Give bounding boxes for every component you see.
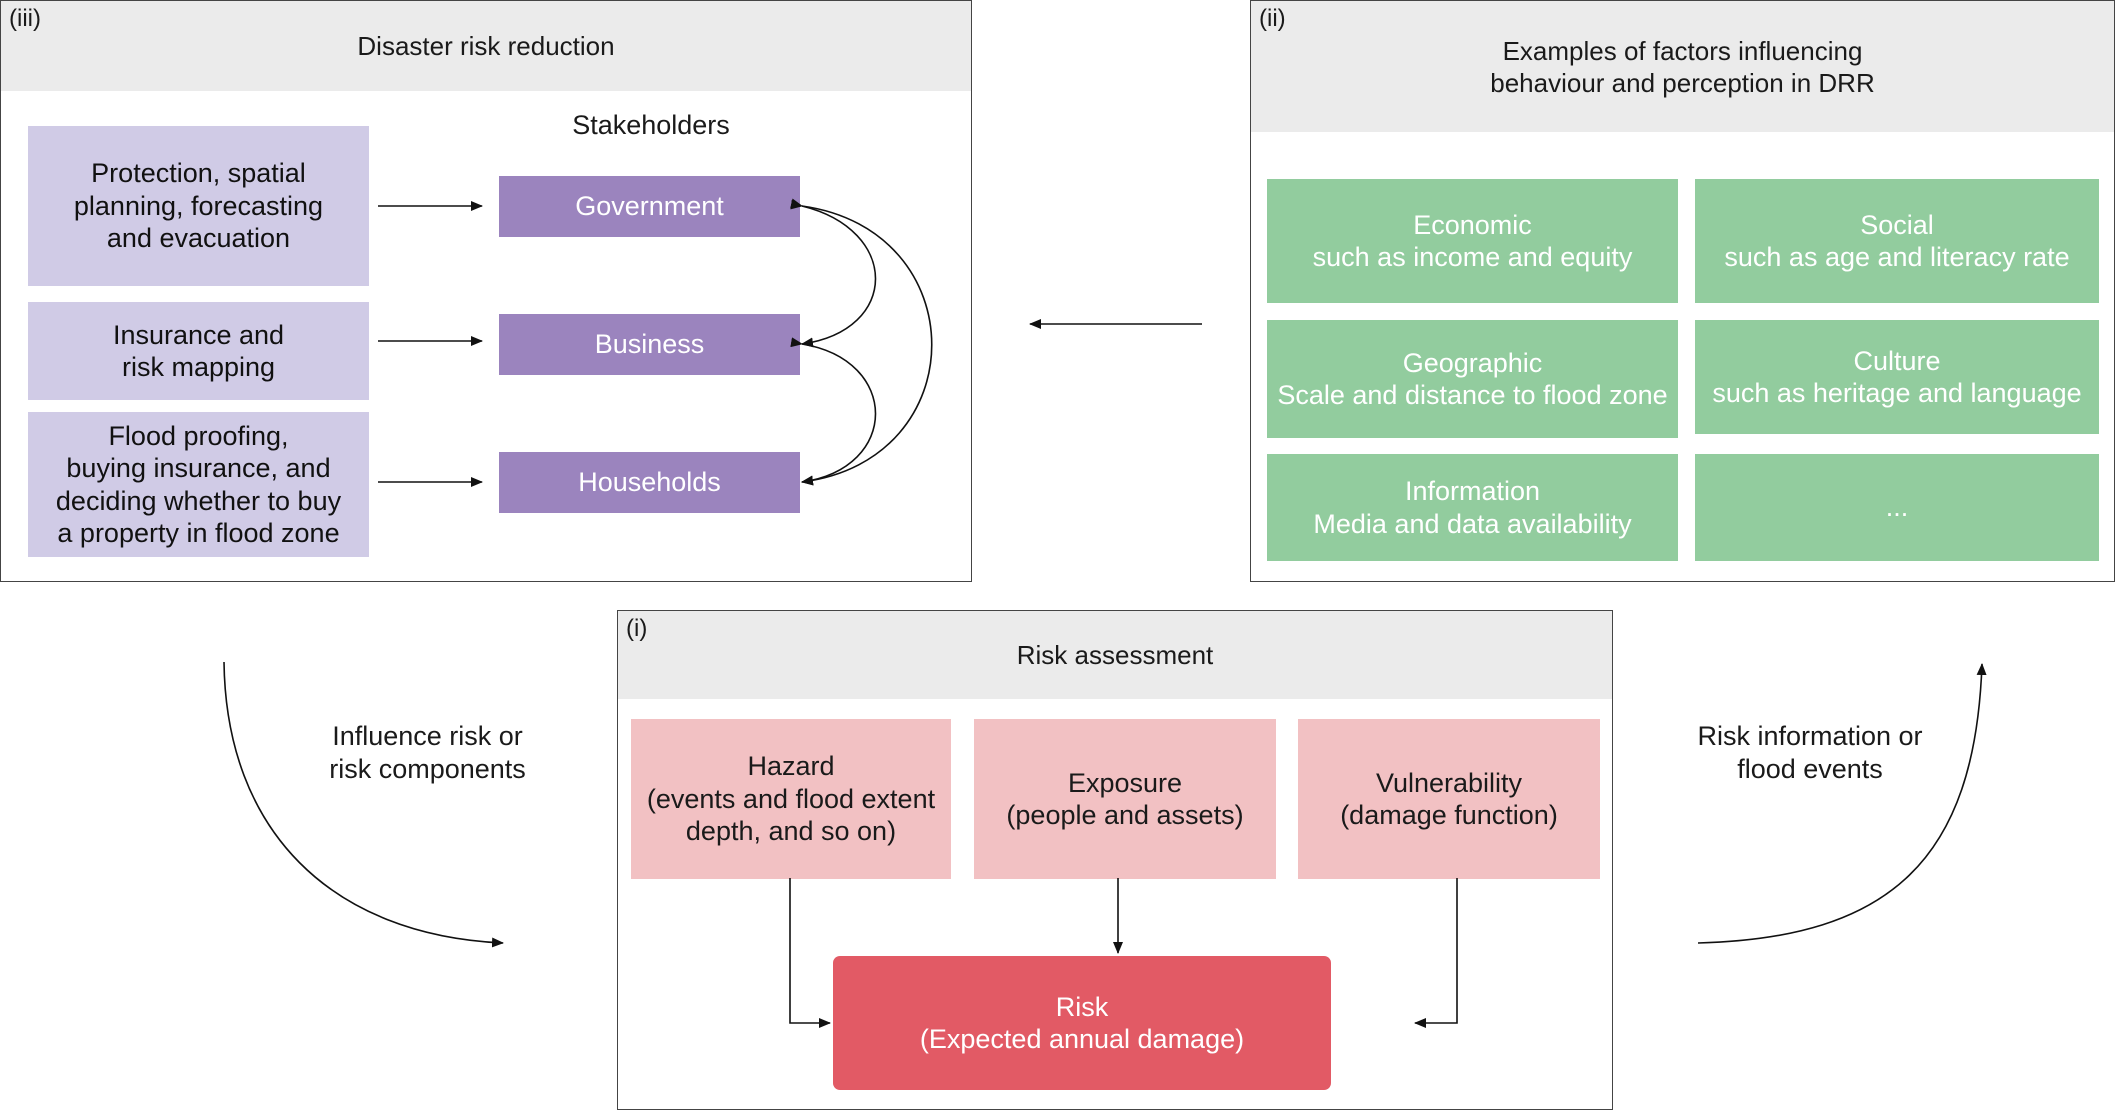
risk-panel-title: Risk assessment xyxy=(1016,640,1214,670)
stakeholder-government: Government xyxy=(499,176,800,237)
influence-risk-label: Influence risk or risk components xyxy=(329,721,526,784)
risk-panel: Risk assessment (i) Hazard (events and f… xyxy=(617,610,1613,1110)
factor-culture: Culture such as heritage and language xyxy=(1695,320,2099,434)
arrow-drr-to-risk xyxy=(223,661,504,948)
stakeholder-business: Business xyxy=(499,314,800,375)
stakeholder-households: Households xyxy=(499,452,800,513)
component-exposure: Exposure (people and assets) xyxy=(974,719,1276,879)
action-box-government: Protection, spatial planning, forecastin… xyxy=(28,126,369,286)
drr-panel-title: Disaster risk reduction xyxy=(357,31,615,61)
factor-economic: Economic such as income and equity xyxy=(1267,179,1678,303)
stakeholders-label: Stakeholders xyxy=(572,110,730,140)
action-box-households: Flood proofing, buying insurance, and de… xyxy=(28,412,369,557)
risk-box: Risk (Expected annual damage) xyxy=(833,956,1331,1090)
drr-panel-tag: (iii) xyxy=(9,5,41,32)
risk-information-label: Risk information or flood events xyxy=(1697,721,1923,784)
risk-panel-tag: (i) xyxy=(626,615,648,642)
factors-panel-title: Examples of factors influencing behaviou… xyxy=(1490,35,1875,98)
factor-more: ... xyxy=(1695,454,2099,561)
component-hazard: Hazard (events and flood extent depth, a… xyxy=(631,719,951,879)
arrow-risk-to-factors xyxy=(1697,663,1987,944)
drr-panel-header: Disaster risk reduction xyxy=(1,1,971,91)
factors-panel: Examples of factors influencing behaviou… xyxy=(1250,0,2115,582)
factor-social: Social such as age and literacy rate xyxy=(1695,179,2099,303)
component-vulnerability: Vulnerability (damage function) xyxy=(1298,719,1600,879)
action-box-business: Insurance and risk mapping xyxy=(28,302,369,400)
factor-geographic: Geographic Scale and distance to flood z… xyxy=(1267,320,1678,438)
factors-panel-header: Examples of factors influencing behaviou… xyxy=(1251,1,2114,132)
risk-panel-header: Risk assessment xyxy=(618,611,1612,699)
drr-panel: Disaster risk reduction (iii) Stakeholde… xyxy=(0,0,972,582)
factors-panel-tag: (ii) xyxy=(1259,5,1286,32)
factor-information: Information Media and data availability xyxy=(1267,454,1678,561)
